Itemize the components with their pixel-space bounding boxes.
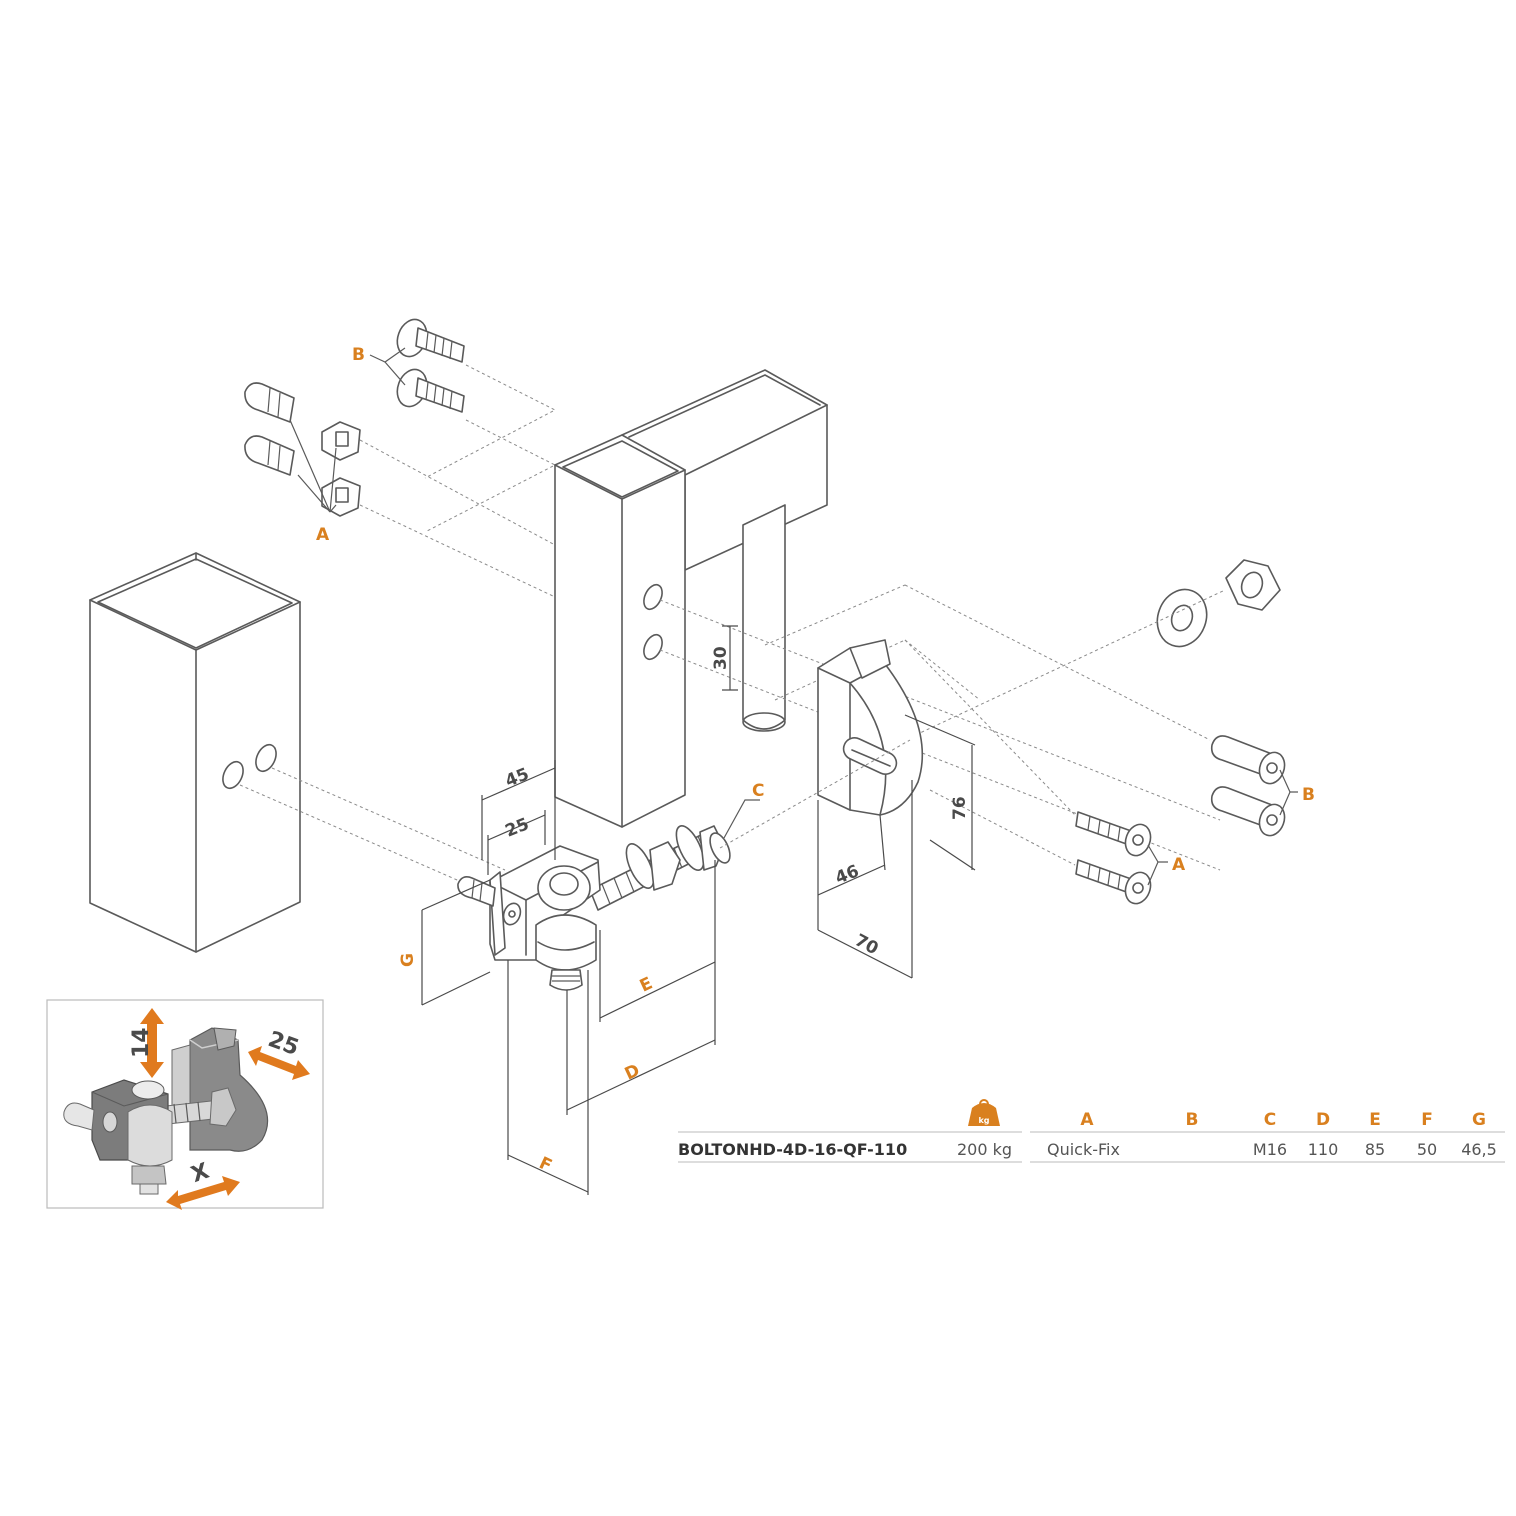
dimension-lines — [421, 625, 976, 1195]
col-c-header: C — [1264, 1110, 1276, 1130]
gate-frame — [554, 369, 828, 828]
adj-vertical-label: 14 — [129, 1027, 154, 1058]
dim-70: 70 — [851, 930, 881, 959]
callout-a-top: A — [316, 525, 330, 545]
lateral-adjust-arrow — [248, 1046, 310, 1080]
callout-g: G — [398, 953, 418, 967]
model-name: BOLTONHD-4D-16-QF-110 — [678, 1140, 907, 1159]
cell-d: 110 — [1308, 1140, 1339, 1159]
callout-e: E — [637, 973, 656, 996]
callout-b-right: B — [1302, 785, 1315, 805]
col-b-header: B — [1186, 1110, 1199, 1130]
col-d-header: D — [1316, 1110, 1330, 1130]
callout-f: F — [536, 1153, 555, 1176]
weight-icon-label: kg — [978, 1116, 989, 1125]
cell-a: Quick-Fix — [1047, 1140, 1120, 1159]
col-f-header: F — [1421, 1110, 1433, 1130]
threaded-screws-a — [1075, 811, 1152, 905]
dim-45: 45 — [503, 764, 532, 791]
cell-e: 85 — [1365, 1140, 1385, 1159]
cell-g: 46,5 — [1461, 1140, 1497, 1159]
dim-46: 46 — [833, 861, 862, 888]
dim-76: 76 — [950, 796, 970, 820]
callout-leaders — [289, 347, 1298, 886]
hinge-assembly — [457, 825, 731, 991]
mounting-plate — [817, 639, 924, 816]
weight-icon — [968, 1103, 1000, 1126]
dim-30: 30 — [711, 646, 731, 670]
depth-adjust-arrow — [166, 1176, 240, 1210]
col-a-header: A — [1080, 1110, 1094, 1130]
load-capacity: 200 kg — [957, 1140, 1012, 1159]
col-e-header: E — [1369, 1110, 1381, 1130]
cell-f: 50 — [1417, 1140, 1437, 1159]
callout-a-right: A — [1172, 855, 1186, 875]
carriage-bolts-b — [396, 318, 465, 413]
dim-25: 25 — [503, 814, 532, 841]
callout-d: D — [622, 1060, 643, 1084]
cell-c: M16 — [1253, 1140, 1287, 1159]
col-g-header: G — [1472, 1110, 1486, 1130]
quick-fix-inserts-a — [244, 382, 361, 517]
vertical-adjust-arrow — [140, 1008, 164, 1078]
left-post — [89, 552, 301, 953]
spec-table — [678, 1099, 1505, 1163]
callout-b-top: B — [352, 345, 365, 365]
washer-and-nut — [1156, 559, 1281, 648]
callout-c: C — [752, 781, 764, 801]
adjustment-inset — [46, 999, 324, 1210]
button-head-screws-b — [1210, 735, 1286, 837]
